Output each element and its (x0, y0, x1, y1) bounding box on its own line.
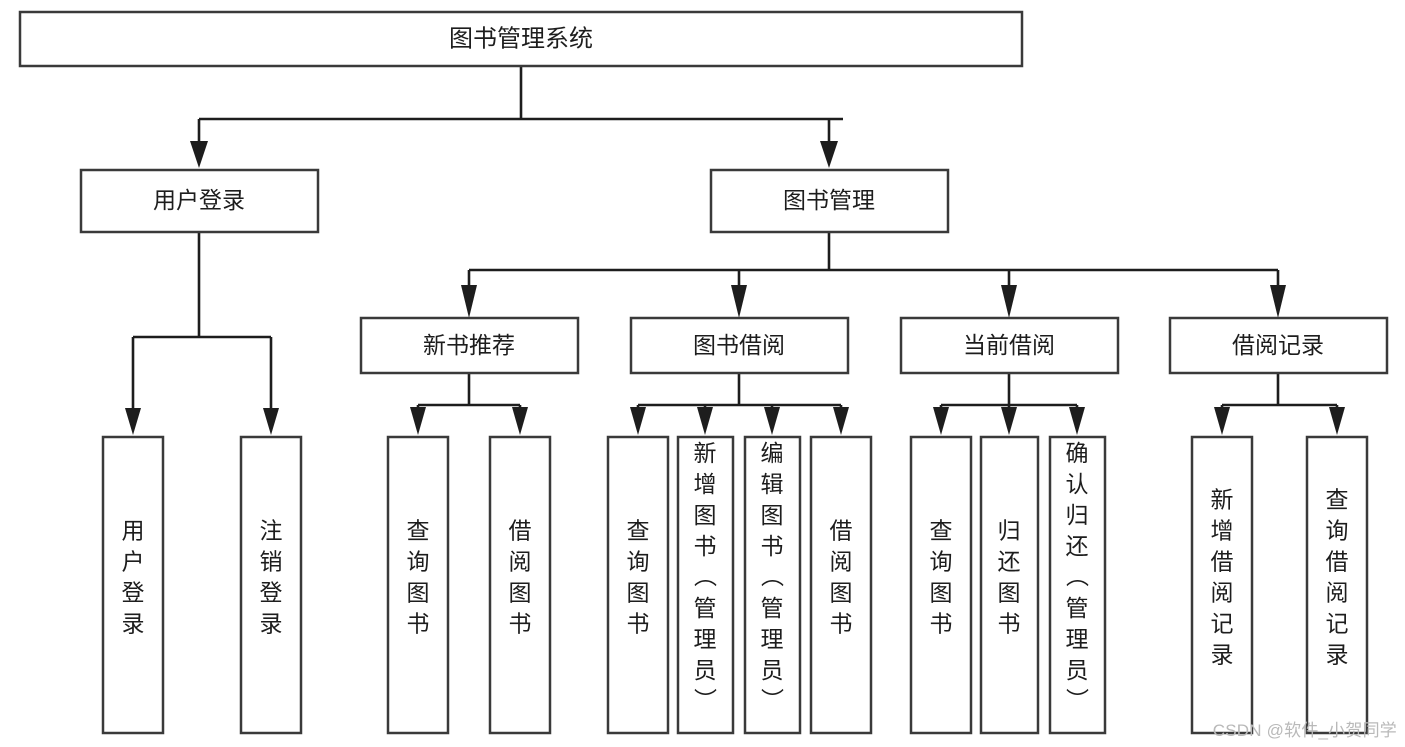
arrow-head-leaf-query-record (1329, 407, 1345, 435)
node-leaf-query-book-3[interactable]: 查询图书 (909, 435, 973, 735)
node-leaf-user-login-box[interactable] (101, 435, 165, 735)
node-root-label: 图书管理系统 (449, 25, 593, 52)
node-leaf-add-record[interactable]: 新增借阅记录 (1190, 435, 1254, 735)
connector-group-root (190, 66, 843, 168)
connector-group-new-book-recommend (410, 373, 528, 435)
node-book-borrow-box[interactable] (629, 316, 850, 375)
node-current-borrow-box[interactable] (899, 316, 1120, 375)
node-leaf-borrow-book-1[interactable]: 借阅图书 (488, 435, 552, 735)
node-leaf-borrow-book-1-label: 借阅图书 (509, 518, 532, 637)
node-new-book-recommend[interactable]: 新书推荐 (359, 316, 580, 375)
node-leaf-query-book-2-box[interactable] (606, 435, 670, 735)
csdn-watermark: CSDN @软件_小贺同学 (1212, 721, 1397, 740)
node-leaf-borrow-book-2-box[interactable] (809, 435, 873, 735)
arrow-head-leaf-edit-book (764, 407, 780, 435)
node-new-book-recommend-label: 新书推荐 (423, 332, 515, 358)
node-borrow-record-label: 借阅记录 (1232, 332, 1324, 358)
node-leaf-query-book-2[interactable]: 查询图书 (606, 435, 670, 735)
node-leaf-logout-login-box[interactable] (239, 435, 303, 735)
node-borrow-record-box[interactable] (1168, 316, 1389, 375)
node-leaf-query-book-3-label: 查询图书 (930, 518, 953, 637)
arrow-head-current-borrow (1001, 285, 1017, 318)
node-user-login-box[interactable] (79, 168, 320, 234)
node-leaf-edit-book[interactable]: 编辑图书（管理员） (743, 435, 802, 735)
node-leaf-return-book-label: 归还图书 (998, 518, 1021, 637)
arrow-head-leaf-return-book (1001, 407, 1017, 435)
arrow-head-leaf-query-book-3 (933, 407, 949, 435)
node-book-management-box[interactable] (709, 168, 950, 234)
node-leaf-user-login[interactable]: 用户登录 (101, 435, 165, 735)
arrow-head-leaf-add-record (1214, 407, 1230, 435)
node-user-login[interactable]: 用户登录 (79, 168, 320, 234)
node-leaf-query-book-1-label: 查询图书 (407, 518, 430, 637)
node-leaf-borrow-book-1-box[interactable] (488, 435, 552, 735)
node-leaf-add-record-label: 新增借阅记录 (1211, 487, 1234, 668)
node-leaf-query-record[interactable]: 查询借阅记录 (1305, 435, 1369, 735)
node-root[interactable]: 图书管理系统 (18, 10, 1024, 68)
node-leaf-query-record-box[interactable] (1305, 435, 1369, 735)
arrow-head-leaf-query-book-1 (410, 407, 426, 435)
node-leaf-query-book-1[interactable]: 查询图书 (386, 435, 450, 735)
connector-group-user-login (125, 232, 279, 435)
node-book-borrow[interactable]: 图书借阅 (629, 316, 850, 375)
arrow-head-borrow-record (1270, 285, 1286, 318)
node-leaf-borrow-book-2[interactable]: 借阅图书 (809, 435, 873, 735)
arrow-head-leaf-borrow-book-1 (512, 407, 528, 435)
connector-group-book-management (461, 232, 1286, 318)
node-leaf-query-book-1-box[interactable] (386, 435, 450, 735)
node-book-management-label: 图书管理 (783, 187, 875, 213)
arrow-head-new-book-recommend (461, 285, 477, 318)
node-leaf-return-book-box[interactable] (979, 435, 1040, 735)
arrow-head-leaf-confirm-return (1069, 407, 1085, 435)
node-leaf-confirm-return-label: 确认归还（管理员） (1066, 440, 1090, 714)
arrow-head-leaf-add-book (697, 407, 713, 435)
arrow-head-leaf-user-login (125, 408, 141, 435)
connector-group-current-borrow (933, 373, 1085, 435)
node-book-management[interactable]: 图书管理 (709, 168, 950, 234)
arrow-head-book-management (820, 141, 838, 168)
arrow-head-leaf-logout-login (263, 408, 279, 435)
arrow-head-leaf-borrow-book-2 (833, 407, 849, 435)
node-leaf-edit-book-box[interactable] (743, 435, 802, 735)
connector-group-book-borrow (630, 373, 849, 435)
node-leaf-edit-book-label: 编辑图书（管理员） (761, 440, 785, 714)
node-leaf-return-book[interactable]: 归还图书 (979, 435, 1040, 735)
node-leaf-confirm-return[interactable]: 确认归还（管理员） (1048, 435, 1107, 735)
node-leaf-add-record-box[interactable] (1190, 435, 1254, 735)
node-leaf-confirm-return-box[interactable] (1048, 435, 1107, 735)
node-leaf-query-book-3-box[interactable] (909, 435, 973, 735)
node-current-borrow-label: 当前借阅 (963, 332, 1055, 358)
node-leaf-user-login-label: 用户登录 (122, 518, 145, 637)
node-borrow-record[interactable]: 借阅记录 (1168, 316, 1389, 375)
node-book-borrow-label: 图书借阅 (693, 332, 785, 358)
node-user-login-label: 用户登录 (153, 187, 245, 213)
node-leaf-logout-login[interactable]: 注销登录 (239, 435, 303, 735)
node-leaf-query-record-label: 查询借阅记录 (1326, 487, 1349, 668)
node-root-box[interactable] (18, 10, 1024, 68)
arrow-head-leaf-query-book-2 (630, 407, 646, 435)
node-leaf-add-book[interactable]: 新增图书（管理员） (676, 435, 735, 735)
node-leaf-add-book-label: 新增图书（管理员） (694, 440, 718, 714)
arrow-head-book-borrow (731, 285, 747, 318)
node-leaf-logout-login-label: 注销登录 (260, 518, 283, 637)
connector-group-borrow-record (1214, 373, 1345, 435)
node-leaf-query-book-2-label: 查询图书 (627, 518, 650, 637)
node-leaf-add-book-box[interactable] (676, 435, 735, 735)
node-new-book-recommend-box[interactable] (359, 316, 580, 375)
node-current-borrow[interactable]: 当前借阅 (899, 316, 1120, 375)
node-leaf-borrow-book-2-label: 借阅图书 (830, 518, 853, 637)
arrow-head-user-login (190, 141, 208, 168)
